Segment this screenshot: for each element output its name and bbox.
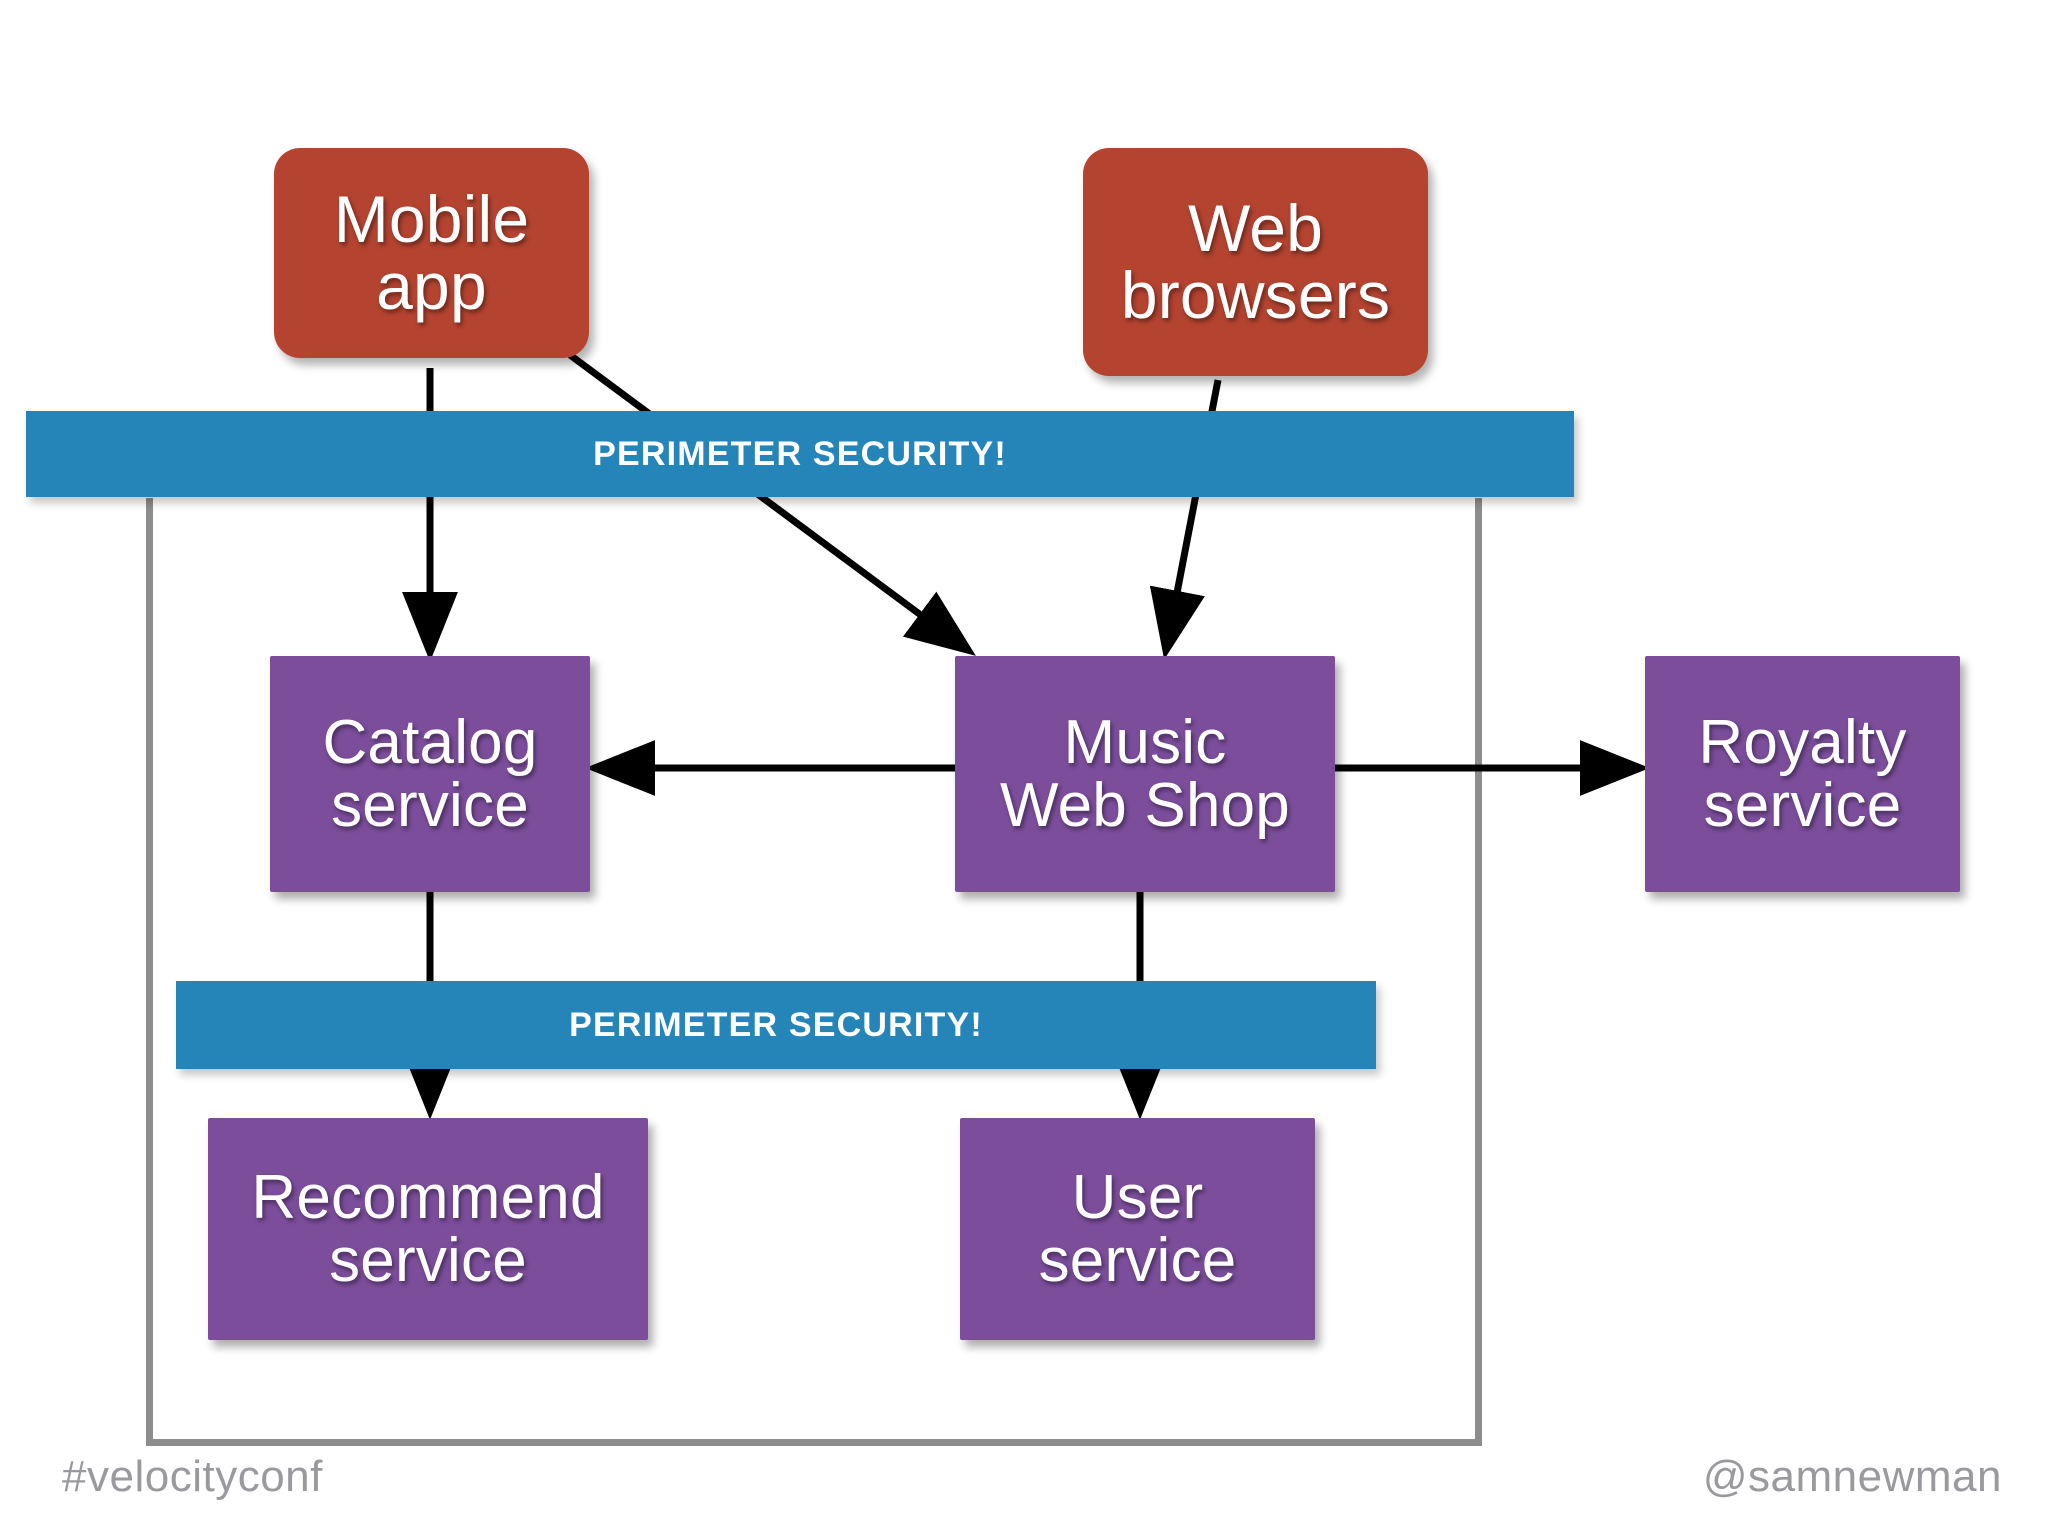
node-royalty-service-line2: service xyxy=(1703,771,1902,840)
node-royalty-service-line1: Royalty xyxy=(1698,707,1907,777)
node-music-web-shop-line2: Web Shop xyxy=(1000,771,1290,840)
node-web-browsers-line1: Web xyxy=(1187,190,1324,265)
banner-perimeter-security-outer: PERIMETER SECURITY! xyxy=(26,411,1574,497)
banner-perimeter-security-inner: PERIMETER SECURITY! xyxy=(176,981,1376,1069)
banner-perimeter-security-inner-label: PERIMETER SECURITY! xyxy=(569,1005,983,1044)
node-web-browsers[interactable]: Web browsers xyxy=(1083,148,1428,376)
node-music-web-shop-line1: Music xyxy=(1063,707,1227,777)
node-royalty-service[interactable]: Royalty service xyxy=(1645,656,1960,892)
node-catalog-service-line2: service xyxy=(331,771,529,840)
node-recommend-service-line2: service xyxy=(329,1226,527,1295)
node-user-service-line1: User xyxy=(1071,1162,1204,1232)
node-catalog-service-line1: Catalog xyxy=(322,707,538,777)
footer-handle: @samnewman xyxy=(1702,1452,2002,1501)
node-recommend-service[interactable]: Recommend service xyxy=(208,1118,648,1340)
node-web-browsers-line2: browsers xyxy=(1120,258,1391,332)
node-mobile-app-line1: Mobile xyxy=(333,181,530,256)
node-user-service-line2: service xyxy=(1038,1226,1237,1295)
node-music-web-shop[interactable]: Music Web Shop xyxy=(955,656,1335,892)
node-mobile-app-line2: app xyxy=(376,249,487,323)
banner-perimeter-security-outer-label: PERIMETER SECURITY! xyxy=(593,434,1007,473)
outer-perimeter-frame xyxy=(146,498,1482,1446)
node-user-service[interactable]: User service xyxy=(960,1118,1315,1340)
node-mobile-app[interactable]: Mobile app xyxy=(274,148,589,358)
node-catalog-service[interactable]: Catalog service xyxy=(270,656,590,892)
node-recommend-service-line1: Recommend xyxy=(251,1162,605,1232)
footer-hashtag: #velocityconf xyxy=(62,1452,323,1501)
